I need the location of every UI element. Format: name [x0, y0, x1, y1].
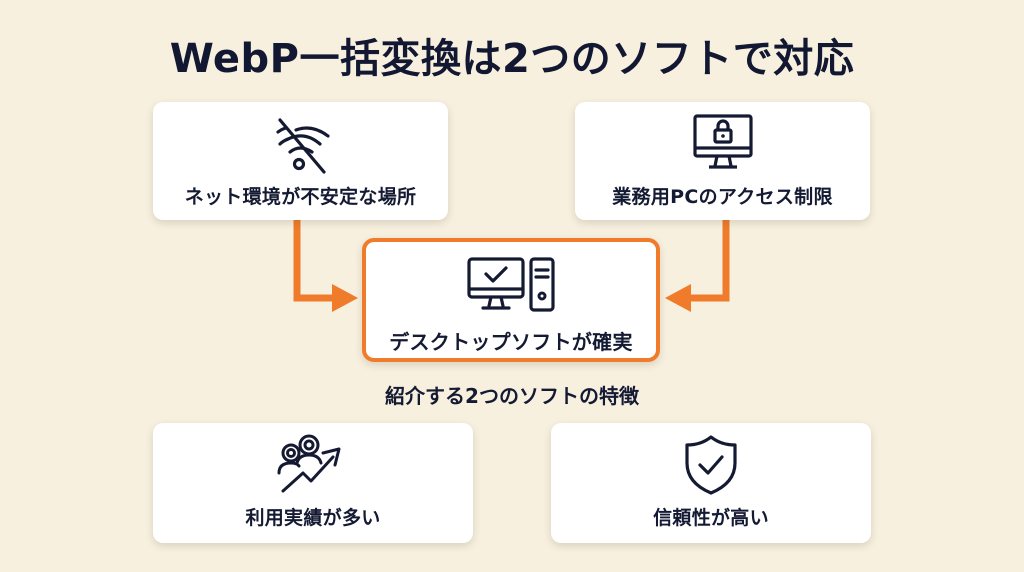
card-label: デスクトップソフトが確実 — [389, 330, 633, 354]
card-label: 信頼性が高い — [653, 507, 769, 529]
shield-check-icon — [685, 435, 737, 495]
desktop-computer-check-icon — [467, 257, 555, 312]
card-unstable-network: ネット環境が不安定な場所 — [153, 102, 448, 220]
arrow-right-head — [665, 284, 691, 312]
features-heading: 紹介する2つのソフトの特徴 — [385, 384, 639, 408]
arrow-left-head — [332, 284, 358, 312]
users-growth-icon — [277, 434, 341, 493]
card-label: 利用実績が多い — [245, 507, 381, 529]
card-usage-record: 利用実績が多い — [153, 423, 473, 543]
card-label: ネット環境が不安定な場所 — [184, 186, 417, 208]
arrow-right-connector — [688, 220, 730, 302]
card-label: 業務用PCのアクセス制限 — [612, 186, 833, 208]
card-reliability: 信頼性が高い — [551, 423, 871, 543]
wifi-off-icon — [275, 118, 330, 174]
card-pc-access-restriction: 業務用PCのアクセス制限 — [575, 102, 870, 220]
arrow-left-connector — [293, 220, 335, 302]
page-title: WebP一括変換は2つのソフトで対応 — [169, 36, 855, 82]
card-desktop-software: デスクトップソフトが確実 — [362, 238, 660, 362]
locked-monitor-icon — [692, 114, 753, 169]
